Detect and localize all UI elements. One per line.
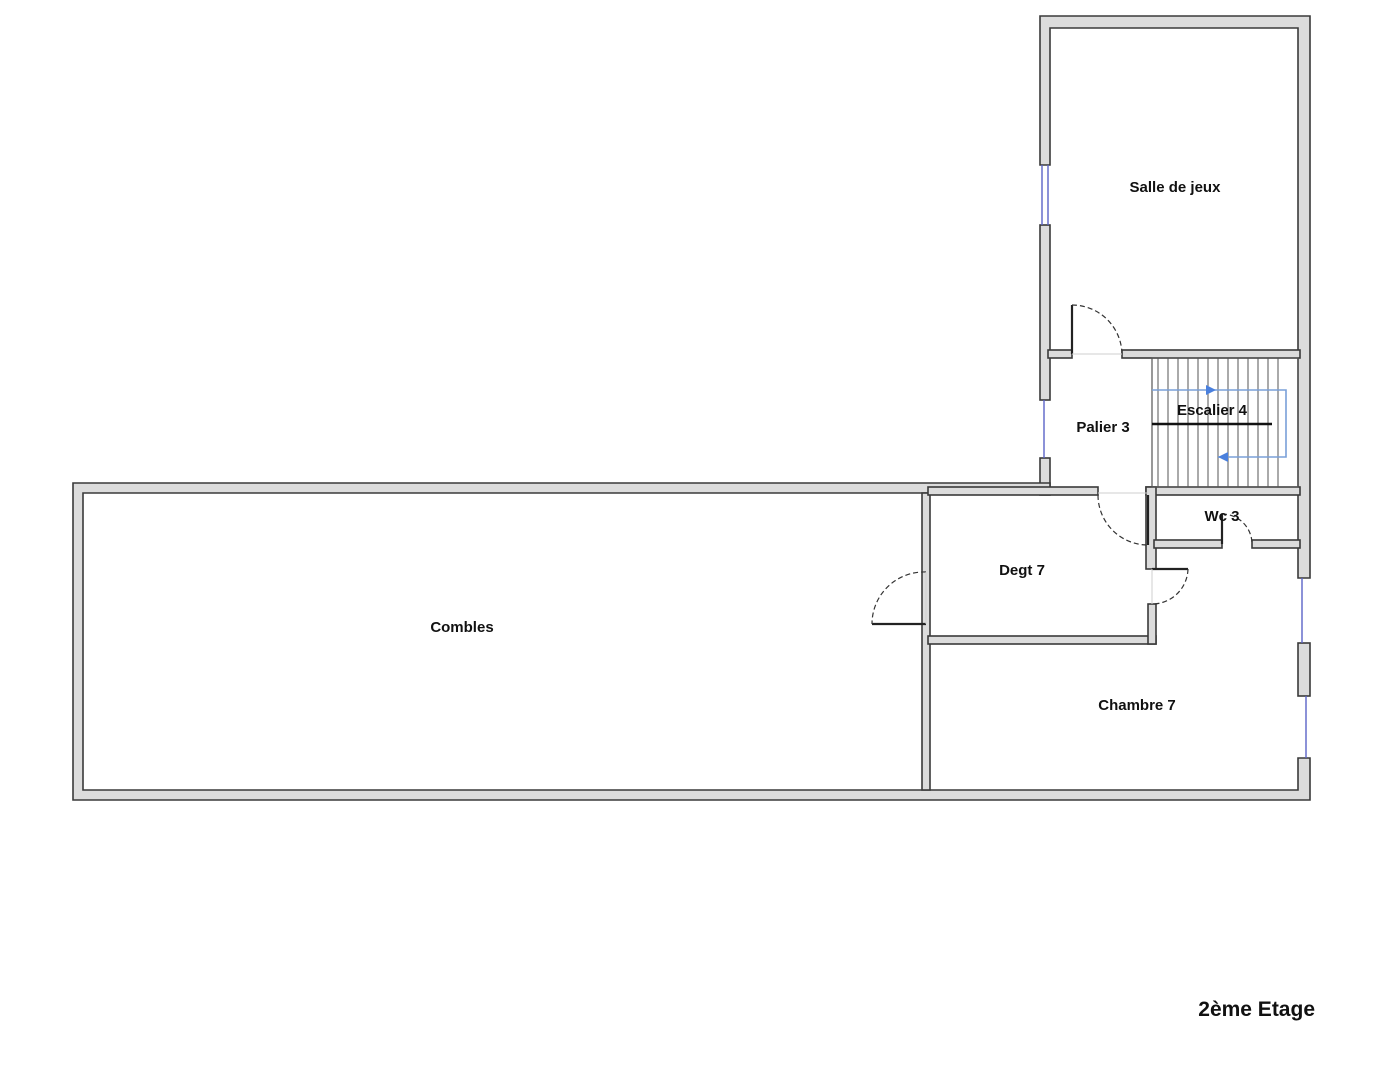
label-chambre: Chambre 7 bbox=[1098, 697, 1176, 714]
degt-top-wall bbox=[927, 486, 1099, 496]
label-degt: Degt 7 bbox=[999, 562, 1045, 579]
salle-bottom-wall-left bbox=[1047, 349, 1073, 359]
stair-arrow-up-icon bbox=[1206, 385, 1216, 395]
stair-steps-lower bbox=[1157, 424, 1279, 487]
stair-path bbox=[1152, 389, 1287, 458]
degt-right-wall bbox=[1145, 486, 1157, 570]
degt-bottom-wall bbox=[927, 635, 1157, 645]
right-wall-segment bbox=[1297, 642, 1311, 697]
degt-right-wall-lower bbox=[1147, 603, 1157, 645]
label-combles: Combles bbox=[430, 619, 493, 636]
door-wc-arc bbox=[1221, 513, 1253, 545]
stair-frame bbox=[1151, 357, 1299, 488]
stair-wc-wall bbox=[1145, 486, 1301, 496]
stair-arrow-down-icon bbox=[1218, 452, 1228, 462]
upper-wing-outer-wall bbox=[1039, 15, 1311, 579]
staircase bbox=[1151, 357, 1299, 488]
floor-label: 2ème Etage bbox=[1198, 998, 1315, 1021]
door-degt-arc bbox=[1097, 494, 1149, 546]
door-chambre-arc bbox=[1151, 568, 1189, 605]
wc-bottom-wall-right bbox=[1251, 539, 1301, 549]
stair-steps-upper bbox=[1157, 358, 1279, 424]
label-palier: Palier 3 bbox=[1076, 419, 1129, 436]
label-salle-de-jeux: Salle de jeux bbox=[1130, 179, 1222, 196]
door-combles-arc bbox=[871, 571, 927, 625]
door-salle-arc bbox=[1071, 304, 1123, 355]
label-wc: Wc 3 bbox=[1204, 508, 1239, 525]
upper-left-wall-segment bbox=[1039, 224, 1051, 401]
label-escalier: Escalier 4 bbox=[1177, 402, 1248, 419]
salle-bottom-wall-right bbox=[1121, 349, 1301, 359]
wc-bottom-wall-left bbox=[1153, 539, 1223, 549]
